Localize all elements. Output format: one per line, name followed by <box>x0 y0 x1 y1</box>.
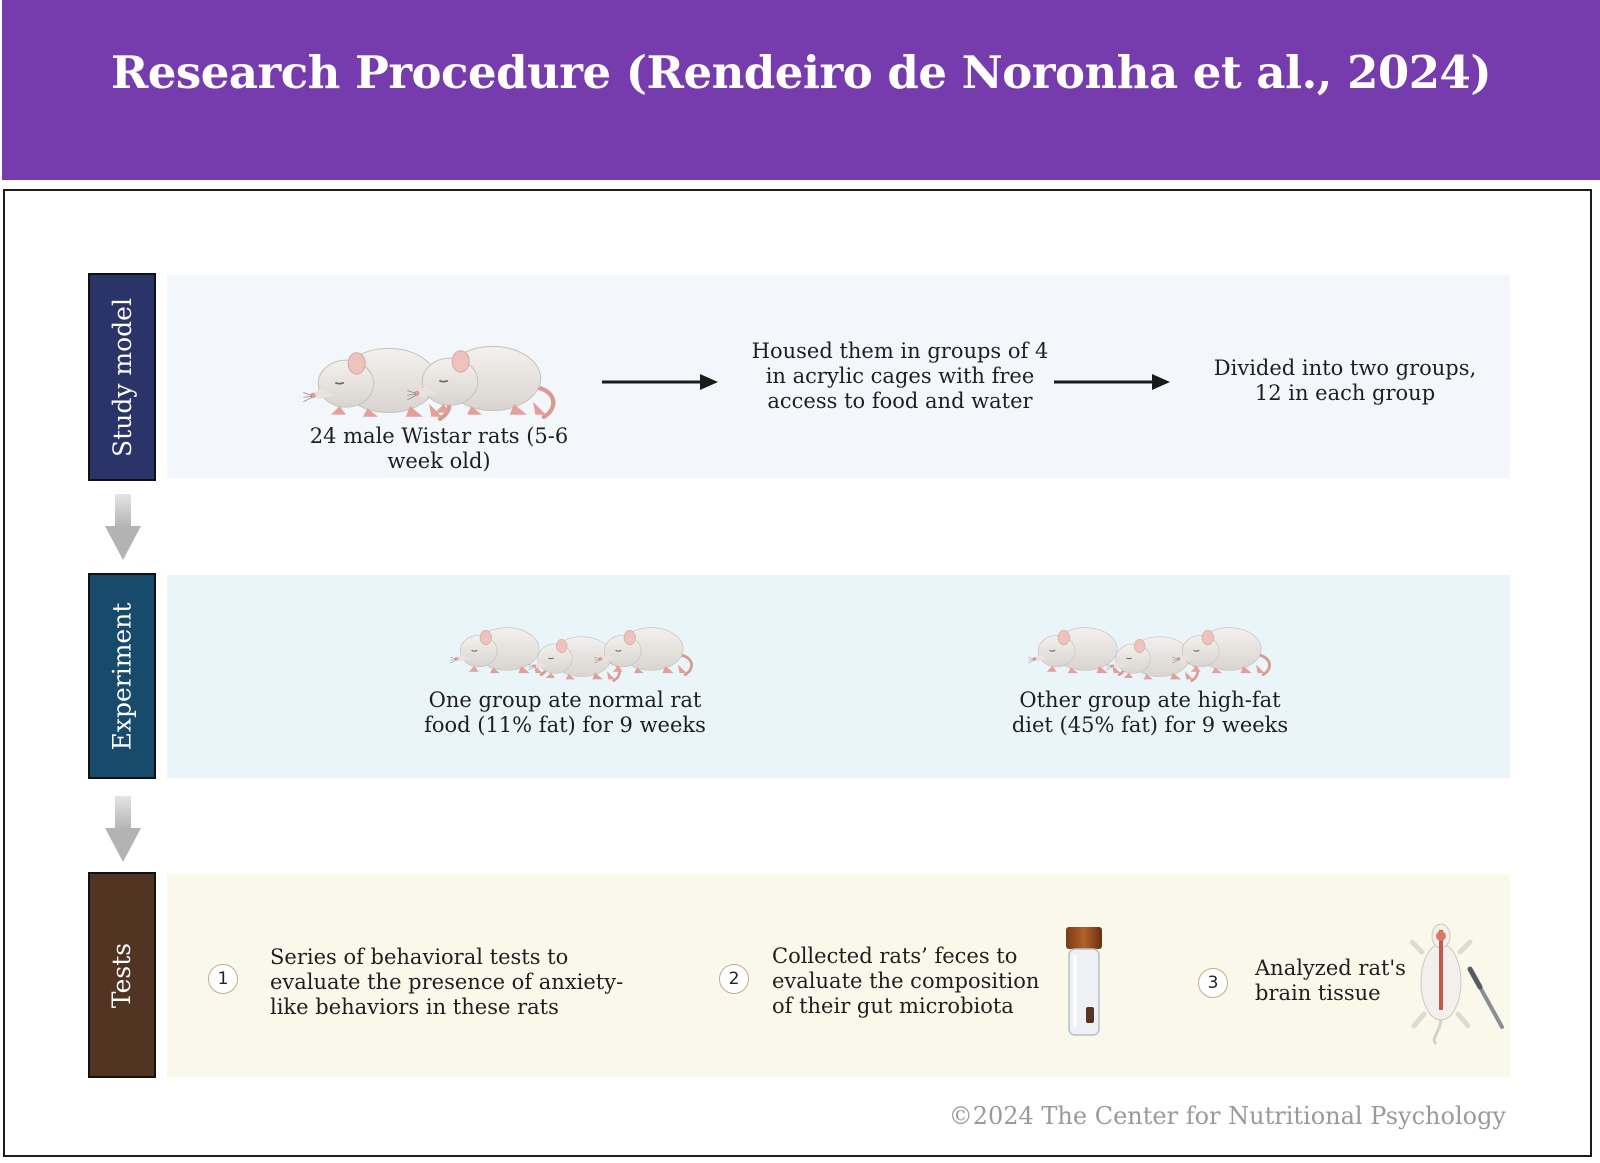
test-3-text: Analyzed rat's brain tissue <box>1255 956 1406 1005</box>
section-label-experiment: Experiment <box>88 573 156 779</box>
section-label-tests: Tests <box>88 872 156 1078</box>
title-banner: Research Procedure (Rendeiro de Noronha … <box>2 0 1600 180</box>
experiment-band <box>167 575 1510 778</box>
test-1-text: Series of behavioral tests to evaluate t… <box>270 945 624 1019</box>
scalpel-icon <box>1467 966 1504 1029</box>
rat-icon <box>402 323 562 419</box>
dissected-rat-icon <box>1409 923 1473 1046</box>
sample-tube-icon <box>1066 927 1102 1036</box>
arrow-right-icon <box>1054 374 1170 390</box>
experiment-group-2-text: Other group ate high-fat diet (45% fat) … <box>1011 688 1289 737</box>
step-number-badge: 2 <box>719 964 749 994</box>
test-2-text: Collected rats’ feces to evaluate the co… <box>772 944 1040 1018</box>
section-label-text: Study model <box>107 297 137 457</box>
section-label-study-model: Study model <box>88 273 156 481</box>
rat-icon <box>1168 612 1276 676</box>
rat-icon <box>590 612 698 676</box>
study-step-1-text: 24 male Wistar rats (5-6 week old) <box>309 424 569 473</box>
section-label-text: Experiment <box>107 602 137 750</box>
study-step-2-text: Housed them in groups of 4 in acrylic ca… <box>751 339 1049 413</box>
step-number-badge: 3 <box>1198 968 1228 998</box>
study-step-3-text: Divided into two groups, 12 in each grou… <box>1213 356 1477 405</box>
arrow-down-icon <box>105 494 141 560</box>
arrow-right-icon <box>602 374 718 390</box>
copyright-text: ©2024 The Center for Nutritional Psychol… <box>948 1102 1506 1130</box>
section-label-text: Tests <box>107 942 137 1008</box>
arrow-down-icon <box>105 796 141 862</box>
experiment-group-1-text: One group ate normal rat food (11% fat) … <box>424 688 706 737</box>
step-number-badge: 1 <box>208 964 238 994</box>
page-title: Research Procedure (Rendeiro de Noronha … <box>110 45 1492 99</box>
tests-band <box>167 874 1510 1077</box>
